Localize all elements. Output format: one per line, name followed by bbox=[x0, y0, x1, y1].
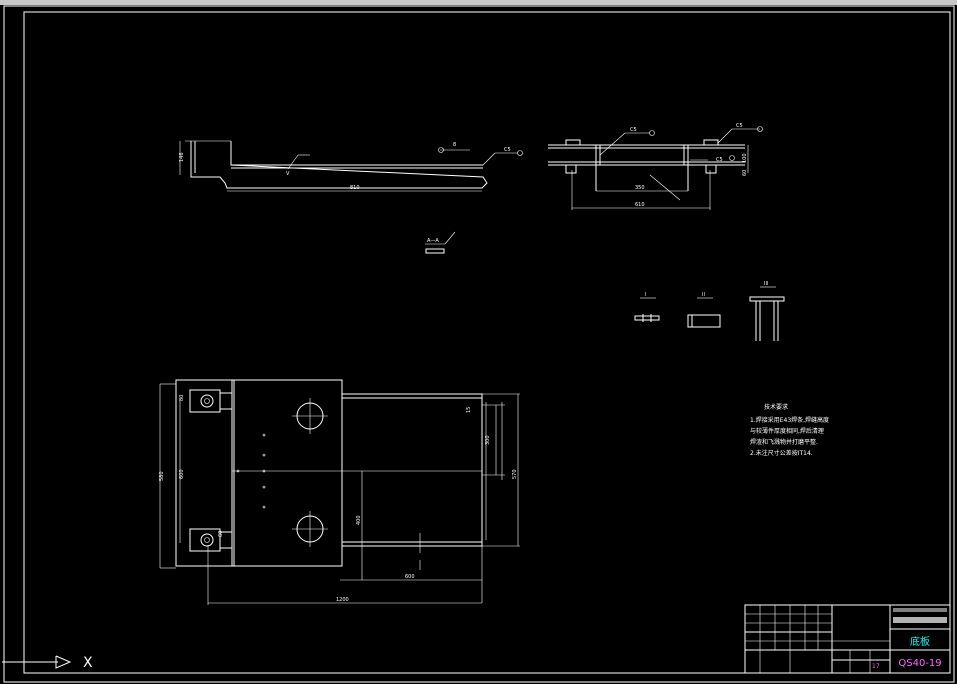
title-block: 底板 QS40-19 17 bbox=[744, 604, 951, 674]
side-weld-label-3: C5 bbox=[716, 157, 723, 163]
plan-dim-overall-height: 580 bbox=[159, 471, 165, 481]
window-top-bar bbox=[0, 0, 957, 5]
technical-notes: 技术要求 1.焊接采用E43焊条,焊缝高度 与较薄件厚度相同,焊后清理 焊渣和飞… bbox=[750, 403, 829, 457]
side-view: 350 610 100 60 C5 C5 C5 bbox=[548, 123, 763, 210]
plan-dim-mid-vert: 400 bbox=[356, 515, 362, 525]
ucs-x-label: X bbox=[83, 655, 93, 671]
tech-notes-title: 技术要求 bbox=[764, 403, 788, 411]
plan-dim-right-upper: 300 bbox=[485, 435, 491, 445]
detail-label-2: II bbox=[702, 292, 705, 298]
detail-views: I II III bbox=[634, 281, 785, 341]
front-weld-label-1: V bbox=[286, 171, 290, 177]
section-a-a-label: A—A bbox=[427, 238, 439, 244]
side-dim-inner-width: 350 bbox=[635, 185, 645, 191]
plan-dim-small-a: 80 bbox=[179, 395, 185, 401]
tech-notes-line-2: 与较薄件厚度相同,焊后清理 bbox=[750, 427, 824, 435]
side-weld-label-2: C5 bbox=[736, 123, 743, 129]
section-a-a: A—A bbox=[425, 231, 456, 254]
tech-notes-line-1: 1.焊接采用E43焊条,焊缝高度 bbox=[750, 416, 829, 424]
drawing-number: QS40-19 bbox=[898, 658, 941, 669]
part-name: 底板 bbox=[910, 635, 930, 648]
plan-view: 580 600 80 1200 600 400 570 300 15 60 bbox=[159, 379, 520, 605]
detail-label-1: I bbox=[645, 292, 646, 298]
side-dim-height-a: 100 bbox=[742, 153, 748, 163]
plan-dim-inner-len: 600 bbox=[405, 574, 415, 580]
plan-dim-bottom-len: 1200 bbox=[336, 597, 349, 603]
drawing-canvas[interactable]: 146 810 V 8 C5 350 610 100 6 bbox=[0, 5, 957, 684]
sheet-number: 17 bbox=[872, 663, 880, 670]
front-view: 146 810 V 8 C5 bbox=[179, 140, 523, 192]
plan-dim-small-b: 15 bbox=[466, 407, 472, 413]
side-dim-height-b: 60 bbox=[742, 170, 748, 176]
side-dim-overall-width: 610 bbox=[635, 202, 645, 208]
front-dim-height: 146 bbox=[179, 152, 185, 162]
side-weld-label-1: C5 bbox=[630, 127, 637, 133]
tech-notes-line-3: 焊渣和飞溅物并打磨平整. bbox=[750, 438, 818, 446]
plan-dim-small-c: 60 bbox=[218, 531, 224, 537]
outer-border bbox=[3, 5, 955, 683]
plan-dim-right-overall: 570 bbox=[512, 469, 518, 479]
front-weld-label-3: C5 bbox=[504, 147, 511, 153]
detail-label-3: III bbox=[764, 281, 768, 287]
front-weld-label-2: 8 bbox=[453, 142, 456, 148]
plan-dim-left-inner: 600 bbox=[179, 469, 185, 479]
tech-notes-line-4: 2.未注尺寸公差按IT14. bbox=[750, 449, 813, 457]
front-dim-length: 810 bbox=[350, 185, 360, 191]
ucs-icon: X bbox=[2, 655, 93, 671]
inner-border bbox=[23, 11, 951, 674]
